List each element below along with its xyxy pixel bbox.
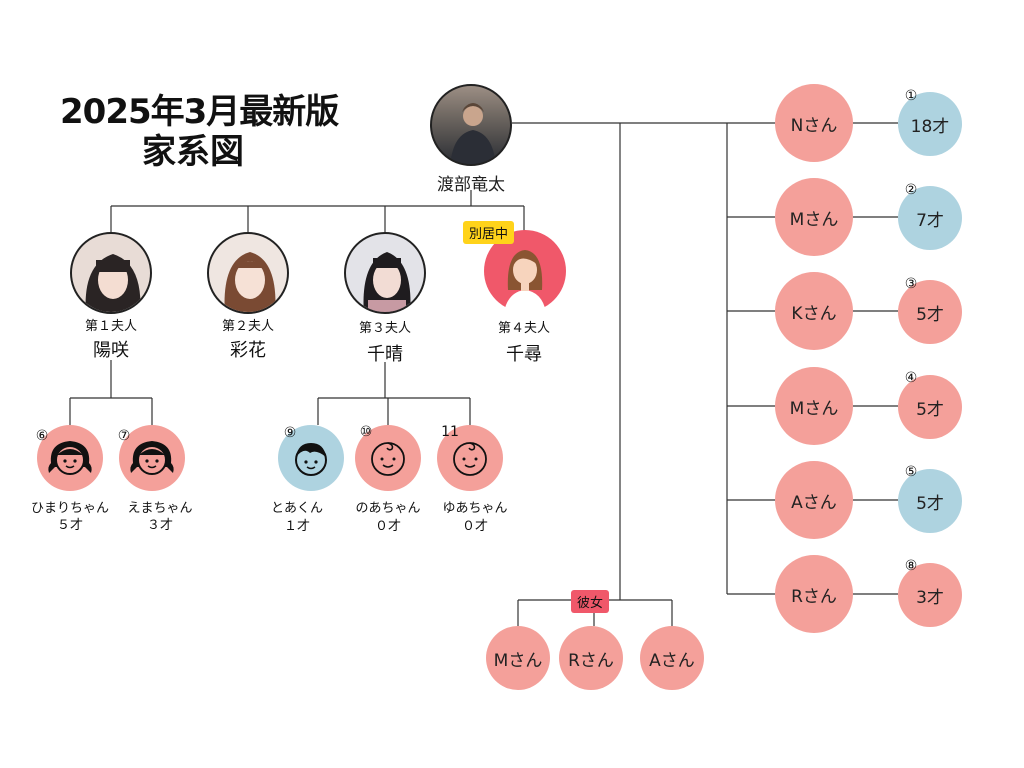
wife1-order: 第１夫人	[84, 319, 138, 334]
root-avatar	[430, 84, 512, 166]
child-number: ⑨	[283, 425, 297, 441]
girl-face-icon	[130, 441, 174, 475]
child-number: ⑥	[35, 428, 49, 444]
child-age: １才	[283, 519, 311, 534]
child-age: ５才	[56, 518, 84, 533]
child-himari	[37, 425, 103, 491]
wife3-order: 第３夫人	[358, 321, 412, 336]
root-name: 渡部竜太	[437, 175, 505, 195]
partner-2: Mさん	[775, 178, 853, 256]
partner-4: Mさん	[775, 367, 853, 445]
page-subtitle: 家系図	[142, 132, 244, 172]
child-age: ０才	[461, 519, 489, 534]
partner-3: Kさん	[775, 272, 853, 350]
wife4-order: 第４夫人	[497, 321, 551, 336]
page-title: 2025年3月最新版	[60, 92, 339, 132]
child-yua	[437, 425, 503, 491]
wife4-name: 千尋	[506, 344, 542, 365]
child-number: ③	[904, 276, 918, 292]
wife2-avatar	[207, 232, 289, 314]
baby-face-icon	[371, 442, 405, 476]
wife2-name: 彩花	[230, 340, 266, 361]
partner-5-child: 5才	[898, 469, 962, 533]
partner-1-child: 18才	[898, 92, 962, 156]
child-ema	[119, 425, 185, 491]
child-number: ⑤	[904, 464, 918, 480]
boy-face-icon	[295, 443, 327, 476]
child-name: ひまりちゃん	[30, 501, 110, 516]
child-name: とあくん	[270, 501, 324, 516]
child-toa	[278, 425, 344, 491]
child-name: のあちゃん	[355, 501, 421, 516]
wife1-avatar	[70, 232, 152, 314]
girlfriend-badge: 彼女	[571, 590, 610, 613]
wife2-order: 第２夫人	[221, 319, 275, 334]
child-age: ０才	[374, 519, 402, 534]
girl-face-icon	[48, 441, 92, 475]
separated-badge: 別居中	[463, 221, 515, 244]
girlfriend-3: Aさん	[640, 626, 704, 690]
child-number: ②	[904, 182, 918, 198]
child-noa	[355, 425, 421, 491]
child-number: ⑦	[117, 428, 131, 444]
partner-4-child: 5才	[898, 375, 962, 439]
wife1-name: 陽咲	[93, 340, 129, 361]
partner-6-child: 3才	[898, 563, 962, 627]
child-number: ①	[904, 88, 918, 104]
wife3-avatar	[344, 232, 426, 314]
child-name: ゆあちゃん	[442, 501, 508, 516]
partner-6: Rさん	[775, 555, 853, 633]
person-photo-icon	[450, 103, 496, 164]
child-name: えまちゃん	[127, 501, 193, 516]
child-number: ⑧	[904, 558, 918, 574]
child-number: ⑩	[359, 424, 373, 440]
girlfriend-2: Rさん	[559, 626, 623, 690]
woman-icon	[504, 250, 546, 312]
partner-3-child: 5才	[898, 280, 962, 344]
partner-5: Aさん	[775, 461, 853, 539]
baby-face-icon	[453, 442, 487, 476]
child-age: ３才	[146, 518, 174, 533]
child-number: ④	[904, 370, 918, 386]
partner-1: Nさん	[775, 84, 853, 162]
partner-2-child: 7才	[898, 186, 962, 250]
girlfriend-1: Mさん	[486, 626, 550, 690]
child-number: 11	[441, 424, 459, 440]
wife3-name: 千晴	[367, 344, 403, 365]
